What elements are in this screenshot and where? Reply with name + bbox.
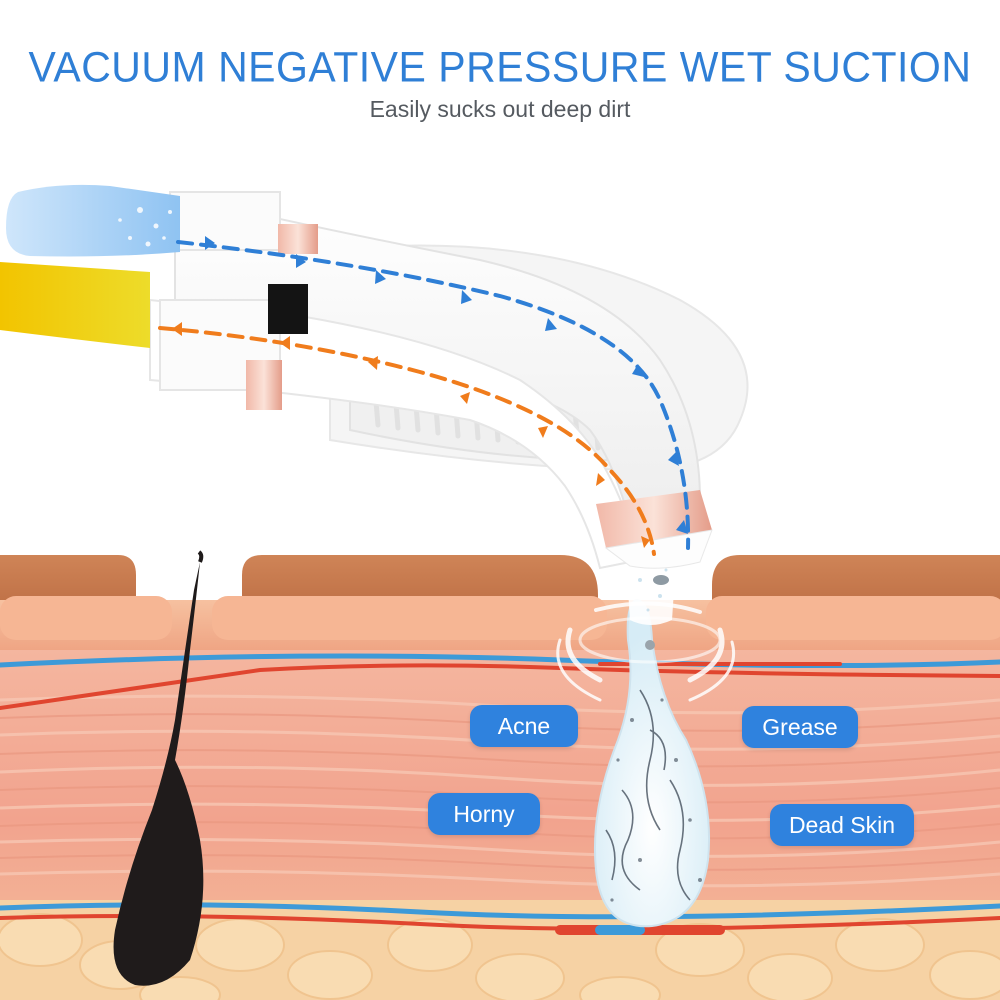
hair-follicle <box>113 562 204 986</box>
outflow-arrowheads <box>172 322 650 548</box>
label-grease: Grease <box>742 706 858 748</box>
inflow-arrowheads <box>205 236 688 534</box>
mist <box>626 554 676 650</box>
suction-swirl <box>556 601 736 702</box>
label-horny: Horny <box>428 793 540 835</box>
label-acne: Acne <box>470 705 578 747</box>
label-dead-skin: Dead Skin <box>770 804 914 846</box>
stratum-corneum <box>0 555 1000 640</box>
page-subtitle: Easily sucks out deep dirt <box>369 96 631 122</box>
device <box>0 184 749 570</box>
suction-pore <box>593 598 711 928</box>
outflow-arrow <box>158 326 656 556</box>
skin-cross-section <box>0 550 1000 1000</box>
inflow-arrow <box>176 240 691 550</box>
page-title: VACUUM NEGATIVE PRESSURE WET SUCTION <box>28 42 972 92</box>
